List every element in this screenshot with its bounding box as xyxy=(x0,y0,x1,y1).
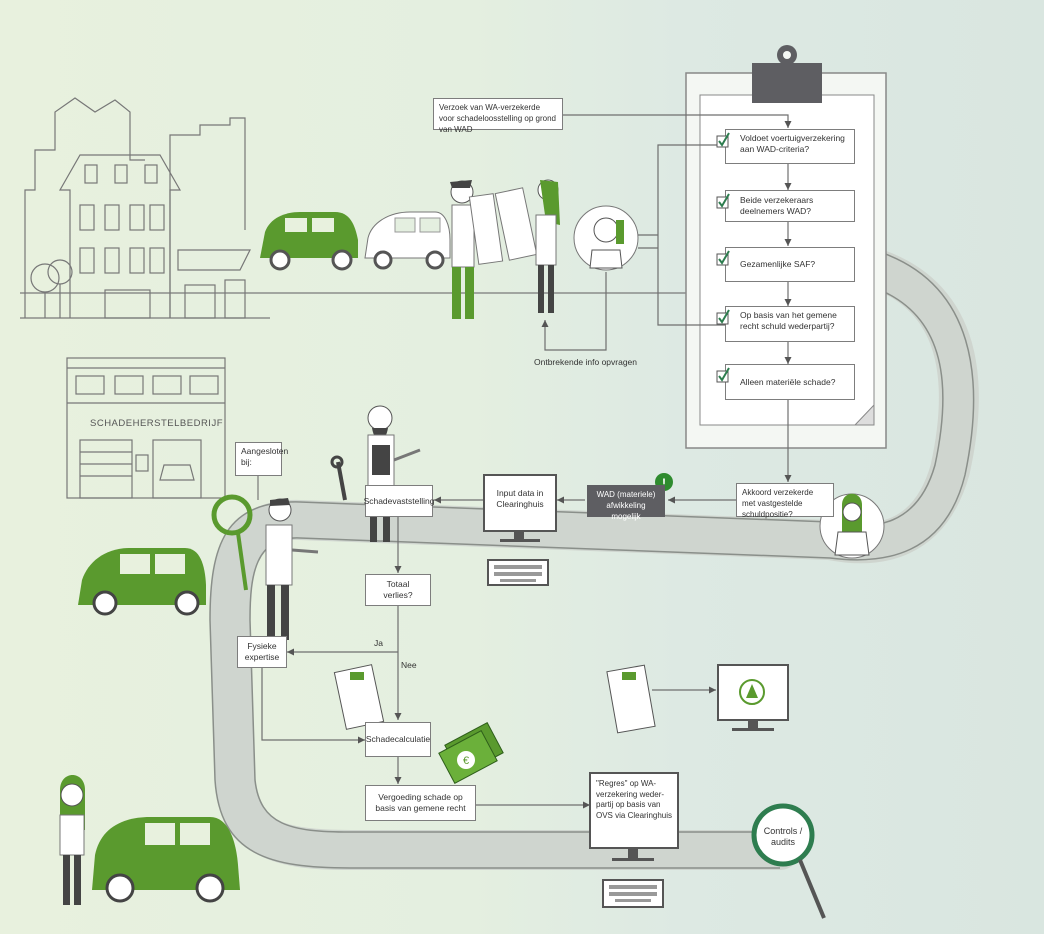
inspector-with-magnifier xyxy=(211,494,319,640)
total-loss-box: Totaal verlies? xyxy=(365,574,431,606)
city-buildings-illustration xyxy=(24,97,251,319)
money-banknotes-icon: € xyxy=(438,722,504,784)
clearinghouse-monitor-icon xyxy=(717,664,789,731)
computer-monitor-icon xyxy=(483,474,557,542)
check-item-fault-counterparty: Op basis van het gemene recht schuld wed… xyxy=(716,306,855,342)
bottom-keyboard-icon xyxy=(602,879,664,908)
controls-audits-label: Controls / audits xyxy=(763,826,803,847)
customer-with-car-illustration xyxy=(59,775,240,905)
check-item-material-damage: Alleen materiële schade? xyxy=(716,364,855,400)
people-exchanging-forms xyxy=(450,179,560,319)
wad-settlement-box: WAD (materiele) afwikkeling mogelijk xyxy=(587,485,665,521)
repair-shop-title: SCHADEHERSTELBEDRIJF xyxy=(90,418,223,429)
controls-magnifier-icon xyxy=(751,803,826,919)
agree-position-box: Akkoord verzekerde met vastgestelde schu… xyxy=(736,483,834,519)
invoice-document-icon xyxy=(333,664,385,730)
keyboard-icon xyxy=(487,559,549,586)
recourse-monitor-icon xyxy=(589,772,679,861)
svg-text:!: ! xyxy=(662,476,666,490)
physical-expertise-box: Fysieke expertise xyxy=(237,636,287,668)
damage-assessment-box: Schadevaststelling xyxy=(364,485,434,517)
flow-connectors xyxy=(261,114,792,809)
checkmark-icon xyxy=(716,250,730,266)
compensation-box: Vergoeding schade op basis van gemene re… xyxy=(365,785,476,821)
request-box: Verzoek van WA-verzekerde voor schadeloo… xyxy=(433,98,563,134)
check-item-insurers-participate: Beide verzekeraars deelnemers WAD? xyxy=(716,190,855,222)
recourse-label: "Regres" op WA-verzekering weder-partij … xyxy=(596,779,673,820)
recourse-document-icon xyxy=(606,664,656,734)
submitted-at-sign: Aangesloten bij: xyxy=(235,442,288,476)
yes-label: Ja xyxy=(374,638,383,648)
input-data-label: Input data in Clearinghuis xyxy=(496,488,544,509)
checkmark-icon xyxy=(716,367,730,383)
checkmark-icon xyxy=(716,309,730,325)
white-car-illustration xyxy=(364,211,451,270)
checkmark-icon xyxy=(716,193,730,209)
repair-shop-building xyxy=(66,357,226,499)
mechanic-illustration xyxy=(330,405,421,542)
checkmark-icon xyxy=(716,132,730,148)
check-item-joint-saf: Gezamenlijke SAF? xyxy=(716,247,855,282)
check-item-wad-criteria: Voldoet voertuigverzekering aan WAD-crit… xyxy=(716,129,855,164)
no-label: Nee xyxy=(401,660,417,670)
green-car-illustration xyxy=(78,548,206,616)
green-car-crash-illustration xyxy=(260,212,358,271)
missing-info-label: Ontbrekende info opvragen xyxy=(534,357,638,367)
damage-calculation-box: Schadecalculatie xyxy=(365,722,431,757)
svg-text:€: € xyxy=(463,755,469,767)
